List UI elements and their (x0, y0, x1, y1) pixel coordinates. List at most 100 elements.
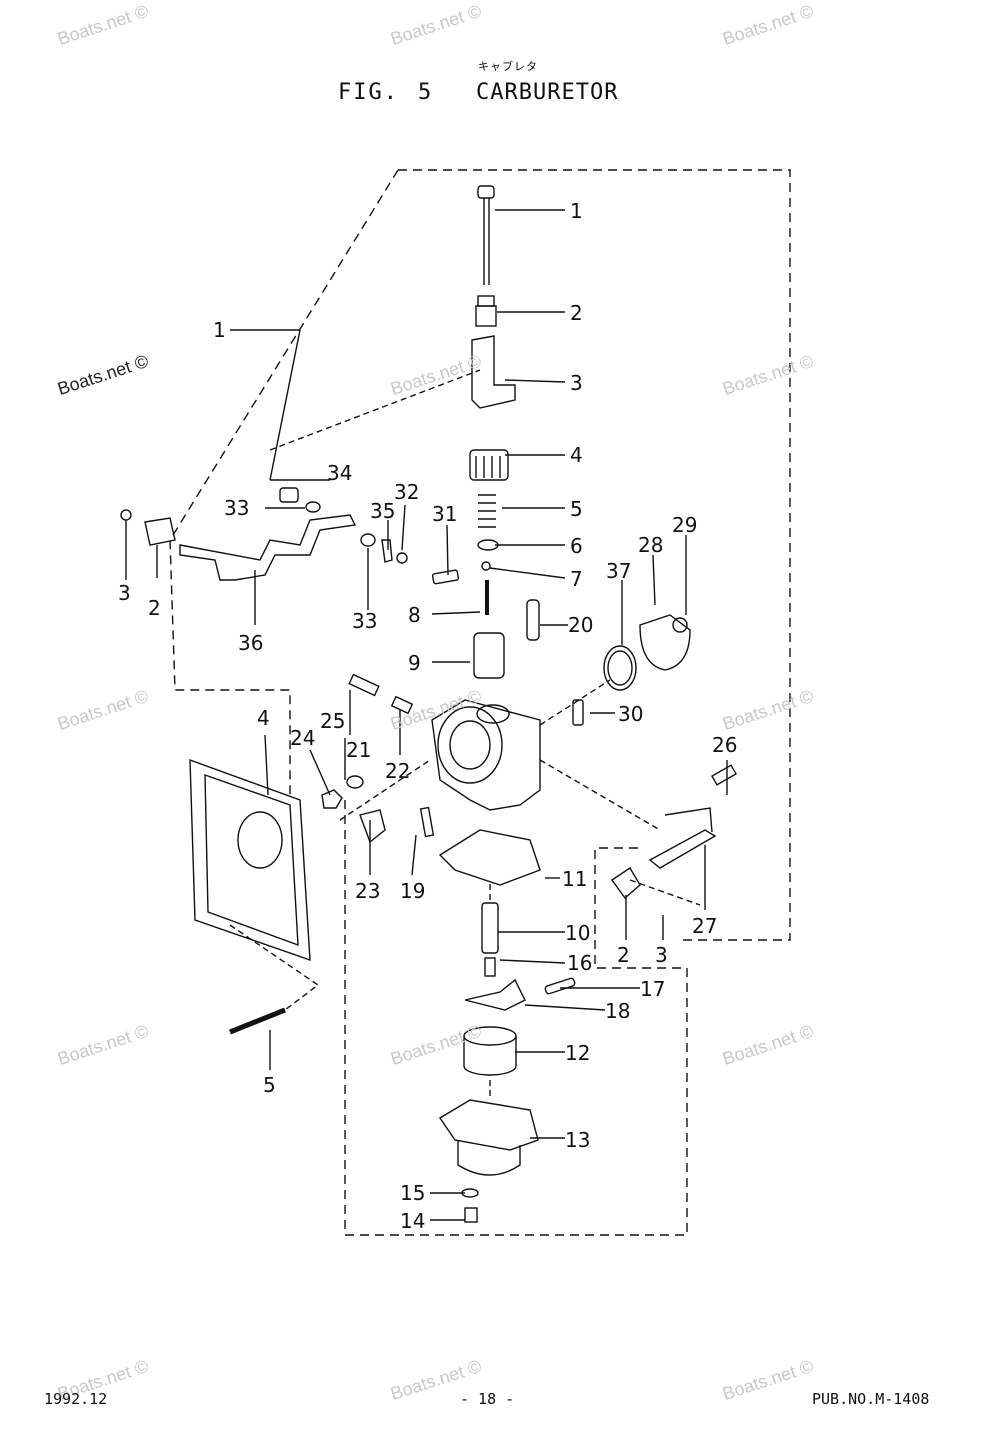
part-filter-bolt (229, 1007, 286, 1035)
callout-17: 17 (640, 977, 665, 1001)
part-clip-35 (381, 539, 393, 563)
part-washer (477, 539, 499, 551)
callout-9: 9 (408, 651, 421, 675)
callout-6: 6 (570, 534, 583, 558)
callout-1-assembly: 1 (213, 318, 226, 342)
part-choke-knob (611, 867, 641, 900)
filter-bolt-leader (229, 924, 320, 1011)
part-lever-collar (144, 517, 176, 546)
part-pilot-air-screw (390, 695, 414, 715)
part-washer-33b (360, 533, 376, 547)
callout-11: 11 (562, 867, 587, 891)
part-ring-32 (396, 552, 408, 564)
callout-22: 22 (385, 759, 410, 783)
part-throttle-cable (477, 185, 495, 285)
assembly-outline (169, 169, 791, 1236)
callout-3: 3 (570, 371, 583, 395)
part-choke-link (648, 829, 717, 869)
callout-numbers: 1 2 3 4 5 6 7 8 9 10 11 12 13 14 15 16 1… (118, 199, 737, 1233)
part-drain-washer (461, 1188, 479, 1198)
footer-publication-number: PUB.NO.M-1408 (812, 1390, 930, 1408)
callout-3-left: 3 (118, 581, 131, 605)
callout-25: 25 (320, 709, 345, 733)
callout-23: 23 (355, 879, 380, 903)
callout-4-left: 4 (257, 706, 270, 730)
part-cable-bracket (471, 335, 516, 409)
footer-page-number: - 18 - (460, 1390, 515, 1408)
figure-prefix: FIG. (338, 80, 399, 105)
part-clamp-screw (672, 617, 688, 633)
part-chamber-cap (469, 449, 509, 481)
callout-4: 4 (570, 443, 583, 467)
figure-number: 5 (418, 80, 432, 105)
part-throttle-spring (478, 494, 496, 528)
part-pin-26 (711, 764, 737, 786)
part-air-filter (189, 758, 311, 962)
part-carburetor-body (431, 699, 541, 811)
part-o-ring (603, 645, 637, 691)
part-clamp (639, 614, 691, 671)
part-float-arm (464, 978, 526, 1011)
callout-3-right: 3 (655, 943, 668, 967)
callout-5: 5 (570, 497, 583, 521)
callout-24: 24 (290, 726, 315, 750)
callout-18: 18 (605, 999, 630, 1023)
part-washer-25 (346, 775, 364, 789)
callout-31: 31 (432, 502, 457, 526)
alignment-lines (269, 369, 701, 1100)
callout-15: 15 (400, 1181, 425, 1205)
part-pilot-jet (484, 957, 496, 977)
callout-28: 28 (638, 533, 663, 557)
callout-7: 7 (570, 567, 583, 591)
callout-10: 10 (565, 921, 590, 945)
part-drain-screw (464, 1207, 478, 1223)
part-needle-clip (481, 561, 491, 571)
part-cable-adjuster (475, 295, 497, 327)
part-screw-30 (572, 699, 584, 726)
callout-12: 12 (565, 1041, 590, 1065)
footer-date: 1992.12 (44, 1390, 108, 1408)
callout-37: 37 (606, 559, 631, 583)
callout-5-left: 5 (263, 1073, 276, 1097)
japanese-title: キャブレタ (478, 60, 538, 73)
callout-36: 36 (238, 631, 263, 655)
figure-title: CARBURETOR (476, 80, 619, 105)
callout-2-left: 2 (148, 596, 161, 620)
part-washer-33a (305, 501, 321, 513)
callout-29: 29 (672, 513, 697, 537)
leader-lines (125, 209, 728, 1221)
callout-8: 8 (408, 603, 421, 627)
part-fuel-nipple (526, 599, 540, 641)
part-float-gasket (438, 829, 541, 886)
part-o-ring-inner (607, 650, 633, 686)
callout-2-right: 2 (617, 943, 630, 967)
part-float-pin (544, 977, 576, 995)
callout-20: 20 (568, 613, 593, 637)
callout-26: 26 (712, 733, 737, 757)
callout-16: 16 (567, 951, 592, 975)
callout-14: 14 (400, 1209, 425, 1233)
part-main-jet (481, 902, 499, 954)
part-throttle-stop-screw (348, 673, 380, 697)
part-float (463, 1026, 517, 1076)
callout-35: 35 (370, 499, 395, 523)
callout-13: 13 (565, 1128, 590, 1152)
callout-1: 1 (570, 199, 583, 223)
callout-33-upper: 33 (224, 496, 249, 520)
part-float-bowl (439, 1099, 539, 1176)
part-lever-screw (120, 509, 132, 521)
callout-32: 32 (394, 480, 419, 504)
part-throttle-lever (179, 514, 357, 581)
part-pin (419, 806, 435, 838)
callout-27: 27 (692, 914, 717, 938)
callout-2: 2 (570, 301, 583, 325)
part-choke-lever (359, 809, 386, 844)
callout-21: 21 (346, 738, 371, 762)
callout-30: 30 (618, 702, 643, 726)
part-nut (321, 789, 343, 809)
callout-19: 19 (400, 879, 425, 903)
part-throttle-valve (473, 632, 505, 679)
callout-33-lower: 33 (352, 609, 377, 633)
part-choke-link-arm (664, 807, 713, 833)
